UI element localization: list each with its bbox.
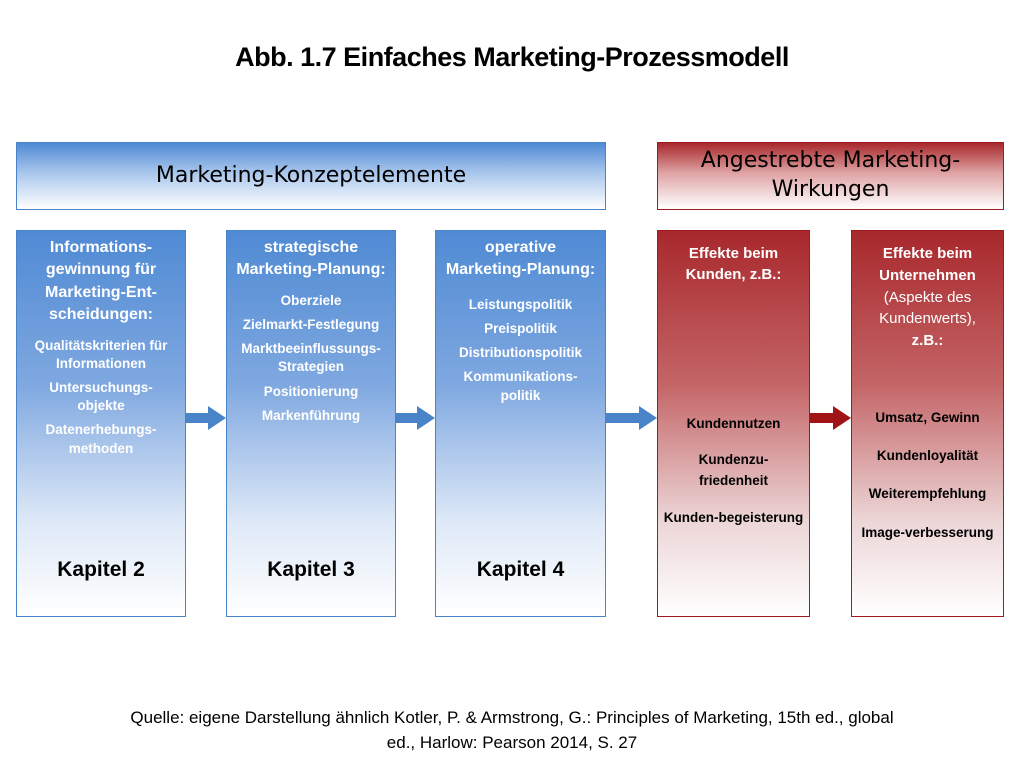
- item-line: Datenerhebungs-: [45, 422, 157, 438]
- list-item: Leistungspolitik: [468, 296, 573, 312]
- box-heading: Effekte beim Unternehmen (Aspekte des Ku…: [852, 243, 1003, 352]
- header-wirkungen: Angestrebte Marketing- Wirkungen: [657, 142, 1004, 210]
- kapitel-label: Kapitel 4: [476, 557, 565, 581]
- list-item: Weiterempfehlung: [868, 486, 987, 502]
- kapitel-label: Kapitel 3: [267, 557, 355, 581]
- box-operative-planung: operative Marketing-Planung: Leistungspo…: [435, 230, 606, 617]
- box-effekte-kunden: Effekte beim Kunden, z.B.: Kundennutzen …: [657, 230, 810, 617]
- arrow-right-icon: [606, 406, 657, 430]
- list-item: Kundenloyalität: [876, 448, 979, 464]
- box-heading: operative Marketing-Planung:: [436, 237, 605, 282]
- box-heading: Effekte beim Kunden, z.B.:: [658, 243, 809, 285]
- list-item: Kommunikations- politik: [436, 368, 605, 404]
- source-citation: Quelle: eigene Darstellung ähnlich Kotle…: [0, 706, 1024, 755]
- heading-line: z.B.:: [911, 332, 944, 349]
- list-item: Zielmarkt-Festlegung: [242, 317, 380, 332]
- list-item: Preispolitik: [484, 321, 557, 336]
- box-heading: strategische Marketing-Planung:: [227, 237, 395, 282]
- list-item: Image-verbesserung: [861, 524, 994, 540]
- list-item: Kunden-begeisterung: [663, 509, 804, 525]
- arrow-right-icon: [810, 406, 851, 430]
- box-informationsgewinnung: Informations- gewinnung für Marketing-En…: [16, 230, 186, 617]
- heading-line: Marketing-Planung:: [236, 261, 386, 279]
- list-item: Markenführung: [261, 407, 361, 423]
- effekte-unternehmen-list: Umsatz, Gewinn Kundenloyalität Weiteremp…: [852, 409, 1003, 542]
- source-line: Quelle: eigene Darstellung ähnlich Kotle…: [130, 708, 894, 727]
- heading-line: Informations-: [49, 239, 153, 256]
- arrow-right-icon: [396, 406, 435, 430]
- heading-line: gewinnung für: [45, 261, 157, 279]
- box-heading: Informations- gewinnung für Marketing-En…: [17, 237, 185, 327]
- heading-line: Marketing-Planung:: [445, 261, 596, 279]
- box-effekte-unternehmen: Effekte beim Unternehmen (Aspekte des Ku…: [851, 230, 1004, 617]
- kapitel-label: Kapitel 2: [57, 557, 145, 581]
- list-item: Datenerhebungs- methoden: [17, 421, 185, 457]
- item-line: Kundenzu-: [698, 452, 769, 468]
- list-item: Kundenzu- friedenheit: [658, 451, 809, 490]
- item-line: politik: [500, 387, 541, 403]
- item-line: Strategien: [277, 359, 345, 375]
- list-item: Positionierung: [263, 383, 359, 399]
- heading-line: strategische: [263, 239, 359, 256]
- list-item: Kundennutzen: [686, 416, 781, 431]
- item-line: Kommunikations-: [463, 369, 578, 385]
- heading-line: scheidungen:: [48, 306, 153, 324]
- list-item: Umsatz, Gewinn: [875, 410, 980, 425]
- header-konzeptelemente-label: Marketing-Konzeptelemente: [155, 162, 467, 188]
- header-konzeptelemente: Marketing-Konzeptelemente: [16, 142, 606, 210]
- item-line: methoden: [68, 440, 134, 456]
- item-line: friedenheit: [698, 473, 768, 489]
- source-line: ed., Harlow: Pearson 2014, S. 27: [386, 732, 638, 752]
- item-line: Untersuchungs-: [49, 380, 153, 395]
- item-line: Qualitätskriterien für: [34, 337, 168, 353]
- box-strategische-planung: strategische Marketing-Planung: Oberziel…: [226, 230, 396, 617]
- list-item: Untersuchungs- objekte: [17, 379, 185, 415]
- item-line: objekte: [77, 398, 125, 414]
- effekte-kunden-list: Kundennutzen Kundenzu- friedenheit Kunde…: [658, 415, 809, 527]
- heading-line: Effekte beim: [688, 245, 779, 262]
- heading-line: operative: [484, 239, 557, 256]
- item-line: Marktbeeinflussungs-: [241, 341, 381, 357]
- heading-note-line: Kundenwerts),: [879, 310, 976, 328]
- heading-note-line: (Aspekte des: [883, 288, 972, 306]
- list-item: Distributionspolitik: [459, 345, 582, 361]
- heading-line: Marketing-Ent-: [45, 283, 157, 301]
- heading-line: Kunden, z.B.:: [685, 266, 782, 283]
- list-item: Oberziele: [280, 292, 342, 308]
- list-item: Marktbeeinflussungs- Strategien: [227, 340, 395, 376]
- heading-line: Effekte beim: [882, 245, 973, 262]
- heading-line: Unternehmen: [879, 266, 976, 284]
- arrow-right-icon: [186, 406, 226, 430]
- list-item: Qualitätskriterien für Informationen: [17, 337, 185, 373]
- header-wirkungen-line-2: Wirkungen: [771, 177, 890, 202]
- header-wirkungen-line-1: Angestrebte Marketing-: [700, 148, 961, 174]
- item-line: Informationen: [56, 355, 146, 371]
- page-title: Abb. 1.7 Einfaches Marketing-Prozessmode…: [235, 42, 789, 72]
